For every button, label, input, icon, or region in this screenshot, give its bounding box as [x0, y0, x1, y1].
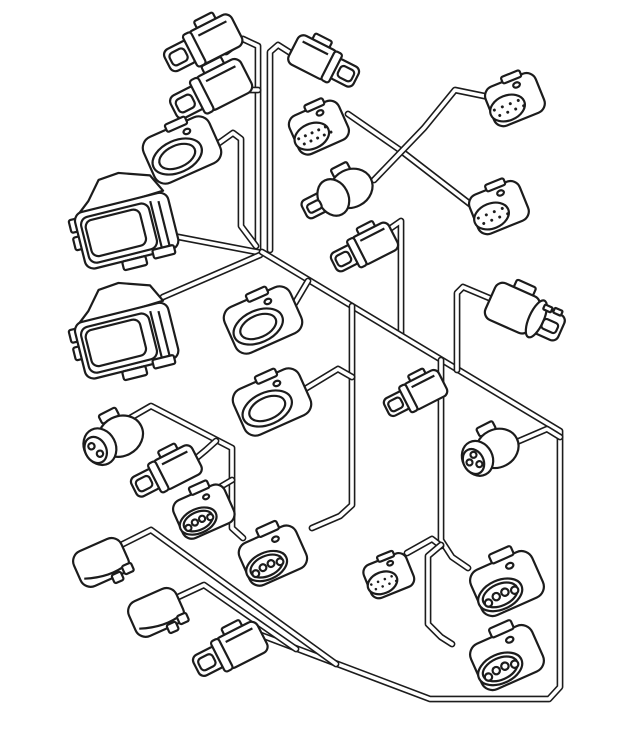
connector-2pin-top-c: [287, 32, 361, 88]
connector-8pin-h: [468, 177, 530, 236]
wire-bus-c: [266, 41, 301, 254]
wire-lead-j: [164, 231, 266, 257]
wire-branch-w: [437, 356, 472, 572]
wire-e-to-g: [370, 86, 493, 184]
wire-lead-i: [208, 129, 260, 250]
connector-2pin-o: [382, 367, 449, 418]
wire-lead-n: [301, 365, 356, 393]
wire-run-p: [121, 402, 247, 542]
blind-plug-t: [72, 536, 135, 588]
wire-trunk: [254, 248, 564, 703]
connector-housing-i: [141, 115, 223, 185]
blind-plug-u: [127, 586, 190, 638]
wire-run-u: [172, 581, 300, 653]
wire-branch-x: [424, 541, 456, 648]
connector-housing-l: [222, 285, 304, 355]
wire-lead-z: [515, 425, 564, 445]
connector-8pin-v: [362, 549, 416, 600]
module-connector-j: [67, 171, 180, 272]
connector-round-p: [82, 406, 145, 467]
connector-2pin-y: [191, 619, 269, 677]
connector-2pin-q: [129, 442, 203, 498]
connector-slot-m: [483, 278, 566, 342]
wire-run-t: [115, 526, 340, 668]
wire-lead-l: [291, 277, 312, 307]
connector-10pin-d: [287, 97, 350, 156]
connector-2pin-f: [329, 220, 400, 273]
connector-4pin-x: [469, 619, 545, 692]
wire-lead-m: [453, 283, 498, 374]
connector-8pin-g: [484, 69, 546, 128]
module-connector-k: [67, 281, 180, 382]
connector-2pin-top-b: [169, 56, 254, 120]
wire-branch-s: [308, 302, 356, 532]
connector-4pin-s: [237, 519, 309, 587]
wire-lead-k: [159, 251, 264, 301]
connector-4pin-w: [469, 545, 545, 618]
connector-round-z: [460, 420, 520, 477]
connector-housing-n: [231, 367, 313, 437]
connector-round-e: [300, 161, 374, 220]
connector-4pin-r: [172, 479, 236, 540]
